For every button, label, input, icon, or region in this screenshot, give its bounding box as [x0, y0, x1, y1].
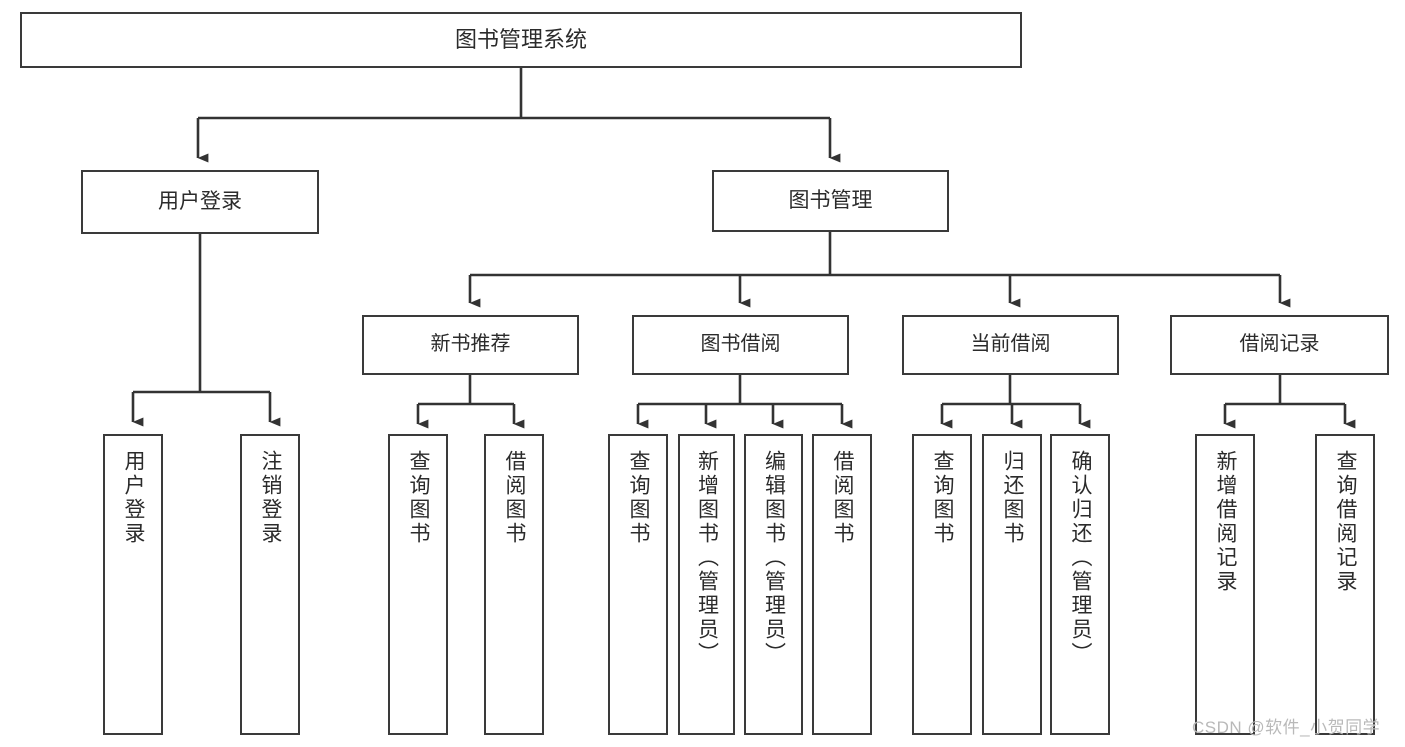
connector-userlogin-to-leaves: [131, 234, 281, 427]
leaf-query-borrow-record[interactable]: 查询借阅记录: [1315, 434, 1375, 735]
leaf-add-borrow-record-label: 新增借阅记录: [1214, 450, 1238, 594]
node-user-login-label: 用户登录: [158, 189, 242, 213]
leaf-logout-label: 注销登录: [259, 450, 283, 546]
node-new-book-recommend[interactable]: 新书推荐: [362, 315, 579, 375]
leaf-query-book-current-label: 查询图书: [931, 450, 955, 546]
leaf-query-book-borrow-label: 查询图书: [627, 450, 651, 546]
csdn-watermark: CSDN @软件_小贺同学: [1192, 718, 1381, 737]
leaf-return-book-label: 归还图书: [1001, 450, 1025, 546]
node-current-borrow-label: 当前借阅: [970, 333, 1051, 356]
leaf-add-book-admin-label: 新增图书（管理员）: [695, 450, 719, 666]
leaf-query-book-recommend[interactable]: 查询图书: [388, 434, 448, 735]
node-book-borrow-label: 图书借阅: [700, 333, 781, 356]
leaf-query-borrow-record-label: 查询借阅记录: [1334, 450, 1358, 594]
node-book-borrow[interactable]: 图书借阅: [632, 315, 849, 375]
node-current-borrow[interactable]: 当前借阅: [902, 315, 1119, 375]
connector-borrow-to-leaves: [636, 375, 853, 429]
leaf-borrow-book-label: 借阅图书: [831, 450, 855, 546]
leaf-add-book-admin[interactable]: 新增图书（管理员）: [678, 434, 735, 735]
connector-root-to-level1: [196, 68, 841, 163]
connector-newbook-to-leaves: [416, 375, 525, 429]
leaf-logout[interactable]: 注销登录: [240, 434, 300, 735]
leaf-add-borrow-record[interactable]: 新增借阅记录: [1195, 434, 1255, 735]
leaf-confirm-return-admin[interactable]: 确认归还（管理员）: [1050, 434, 1110, 735]
node-new-book-recommend-label: 新书推荐: [430, 333, 511, 356]
node-borrow-record[interactable]: 借阅记录: [1170, 315, 1389, 375]
node-user-login[interactable]: 用户登录: [81, 170, 319, 234]
leaf-borrow-book-recommend[interactable]: 借阅图书: [484, 434, 544, 735]
connector-bookmgmt-to-level2: [468, 232, 1291, 308]
leaf-confirm-return-admin-label: 确认归还（管理员）: [1069, 450, 1093, 666]
leaf-user-login[interactable]: 用户登录: [103, 434, 163, 735]
leaf-borrow-book[interactable]: 借阅图书: [812, 434, 872, 735]
node-borrow-record-label: 借阅记录: [1239, 333, 1320, 356]
leaf-query-book-borrow[interactable]: 查询图书: [608, 434, 668, 735]
connector-record-to-leaves: [1223, 375, 1356, 429]
connector-current-to-leaves: [940, 375, 1091, 429]
leaf-edit-book-admin[interactable]: 编辑图书（管理员）: [744, 434, 803, 735]
leaf-query-book-recommend-label: 查询图书: [407, 450, 431, 546]
node-root-system[interactable]: 图书管理系统: [20, 12, 1022, 68]
node-root-label: 图书管理系统: [454, 27, 587, 53]
leaf-borrow-book-recommend-label: 借阅图书: [503, 450, 527, 546]
leaf-user-login-label: 用户登录: [122, 450, 146, 546]
node-book-management[interactable]: 图书管理: [712, 170, 949, 232]
node-book-management-label: 图书管理: [788, 188, 873, 212]
leaf-edit-book-admin-label: 编辑图书（管理员）: [762, 450, 786, 666]
leaf-return-book[interactable]: 归还图书: [982, 434, 1042, 735]
leaf-query-book-current[interactable]: 查询图书: [912, 434, 972, 735]
